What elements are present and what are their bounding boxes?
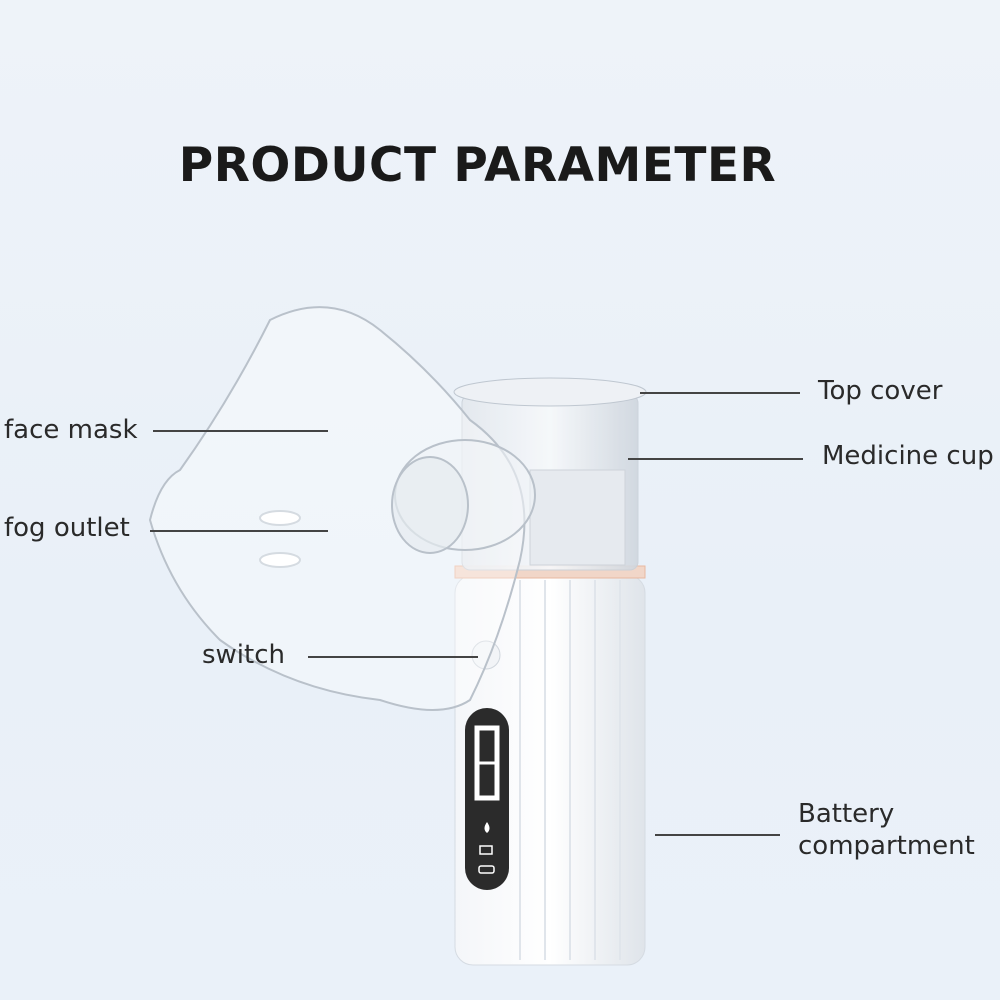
- water-drop-icon: [484, 822, 490, 833]
- leader-line-battery: [655, 834, 780, 836]
- top-cover: [453, 377, 647, 407]
- label-fog-outlet: fog outlet: [4, 513, 130, 543]
- label-face-mask: face mask: [4, 415, 138, 445]
- leader-line-face-mask: [153, 430, 328, 432]
- label-switch: switch: [202, 640, 286, 670]
- cup-icon: [479, 845, 493, 855]
- page-title: PRODUCT PARAMETER: [178, 138, 777, 193]
- label-compartment: compartment: [798, 831, 975, 861]
- leader-line-medicine-cup: [628, 458, 803, 460]
- leader-line-fog-outlet: [150, 530, 328, 532]
- leader-line-top-cover: [640, 392, 800, 394]
- face-mask: [148, 306, 536, 711]
- label-battery: Battery: [798, 799, 895, 829]
- display-panel: [465, 708, 509, 890]
- leader-line-switch: [308, 656, 478, 658]
- label-top-cover: Top cover: [818, 376, 943, 406]
- battery-icon: [478, 865, 495, 874]
- label-medicine-cup: Medicine cup: [822, 441, 994, 471]
